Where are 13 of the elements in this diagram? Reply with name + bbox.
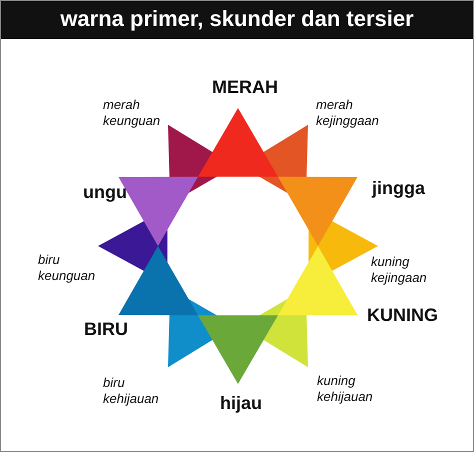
color-label: ungu xyxy=(83,182,127,203)
color-label: jingga xyxy=(372,178,425,199)
color-label: BIRU xyxy=(84,319,128,340)
color-label: MERAH xyxy=(212,77,278,98)
title: warna primer, skunder dan tersier xyxy=(1,1,473,39)
color-label: merah kejinggaan xyxy=(316,97,380,129)
color-label: KUNING xyxy=(367,305,438,326)
color-label: biru kehijauan xyxy=(103,375,160,407)
color-label: biru keunguan xyxy=(38,252,96,284)
color-label: merah keunguan xyxy=(103,97,162,129)
color-label: hijau xyxy=(220,393,262,414)
color-label: kuning kehijauan xyxy=(317,373,374,405)
color-label: kuning kejingaan xyxy=(371,254,428,286)
